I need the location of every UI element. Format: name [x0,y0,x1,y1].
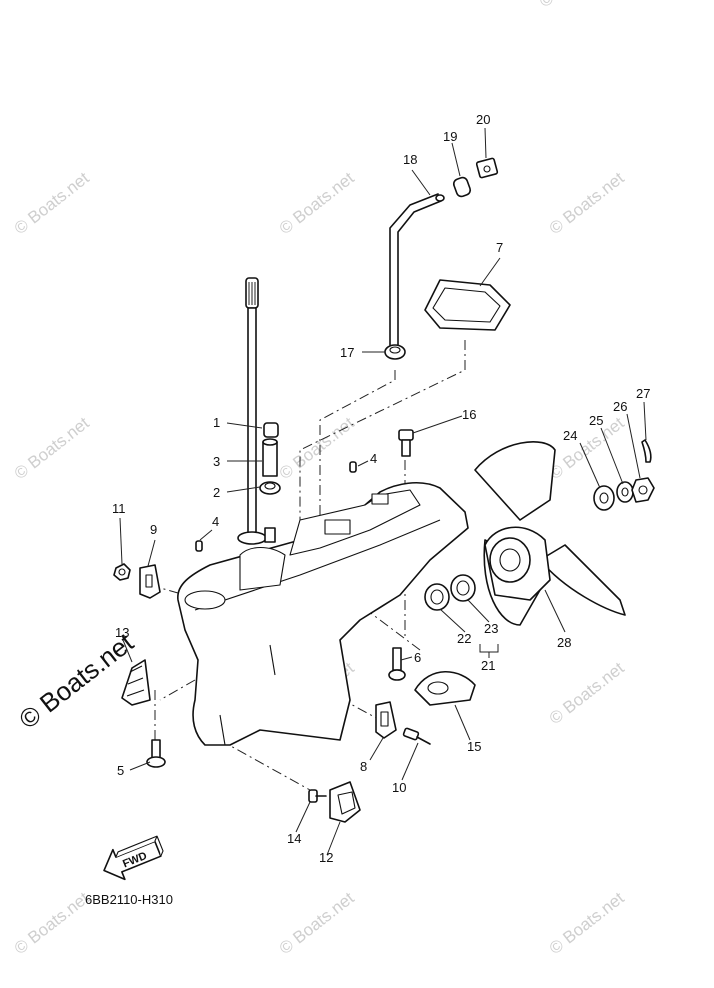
callout-8: 8 [360,759,367,774]
water-tube [389,193,445,346]
watermark: © Boats.net [546,658,628,728]
watermark: © Boats.net [536,0,618,11]
callout-12: 12 [319,850,333,865]
bolt-16 [398,429,414,457]
oil-seal-23 [450,574,476,602]
callout-19: 19 [443,129,457,144]
callout-11: 11 [112,501,126,516]
watermark: © Boats.net [546,888,628,958]
callout-25: 25 [589,413,603,428]
watermark: © Boats.net [276,413,358,483]
watermark: © Boats.net [11,413,93,483]
watermark: © Boats.net [11,168,93,238]
callout-4: 4 [212,514,219,529]
bolt-10 [402,727,431,745]
nut-26 [631,477,655,503]
callout-22: 22 [457,631,471,646]
grommets [452,157,499,198]
fwd-arrow: FWD [103,835,164,881]
callout-5: 5 [117,763,124,778]
seal-17 [384,344,406,360]
cover-12 [329,781,361,823]
bolt-5 [146,739,166,768]
callout-2: 2 [213,485,220,500]
callout-6: 6 [414,650,421,665]
tube-guides [259,422,281,543]
cover-15 [414,670,476,706]
gear-case-housing [177,482,469,746]
watermark: © Boats.net [546,168,628,238]
callout-15: 15 [467,739,481,754]
callout-1: 1 [213,415,220,430]
spacer-24 [593,485,615,511]
callout-27: 27 [636,386,650,401]
callout-13: 13 [115,625,129,640]
callout-3: 3 [213,454,220,469]
watermark-side: © Boats.net [13,627,139,735]
propeller-28 [474,441,626,626]
callout-18: 18 [403,152,417,167]
callout-23: 23 [484,621,498,636]
callout-14: 14 [287,831,301,846]
watermark: © Boats.net [276,888,358,958]
watermark: © Boats.net [276,168,358,238]
drive-shaft [237,277,267,545]
callout-17: 17 [340,345,354,360]
diagram-code: 6BB2110-H310 [85,892,173,907]
callout-10: 10 [392,780,406,795]
cotter-pin-27 [641,439,652,463]
screw-14 [308,789,327,803]
callout-7: 7 [496,240,503,255]
bolt-6 [388,647,406,681]
callout-labels: 1 2 3 4 4 5 6 7 8 9 10 11 12 13 14 15 16… [112,112,650,865]
watermark: © Boats.net [546,413,628,483]
washer-25 [616,481,634,503]
leader-lines [119,127,647,856]
callout-26: 26 [613,399,627,414]
oil-seal-22 [424,583,450,611]
nut-11 [113,563,131,581]
callout-9: 9 [150,522,157,537]
dowel-pins [195,461,357,552]
gasket-7 [424,279,511,331]
watermark: © Boats.net [11,888,93,958]
callout-16: 16 [462,407,476,422]
callout-20: 20 [476,112,490,127]
anode-8 [375,701,397,739]
anode-9 [139,564,161,599]
callout-4: 4 [370,451,377,466]
trim-tab-13 [121,659,151,706]
callout-28: 28 [557,635,571,650]
callout-21: 21 [481,658,495,673]
callout-24: 24 [563,428,577,443]
